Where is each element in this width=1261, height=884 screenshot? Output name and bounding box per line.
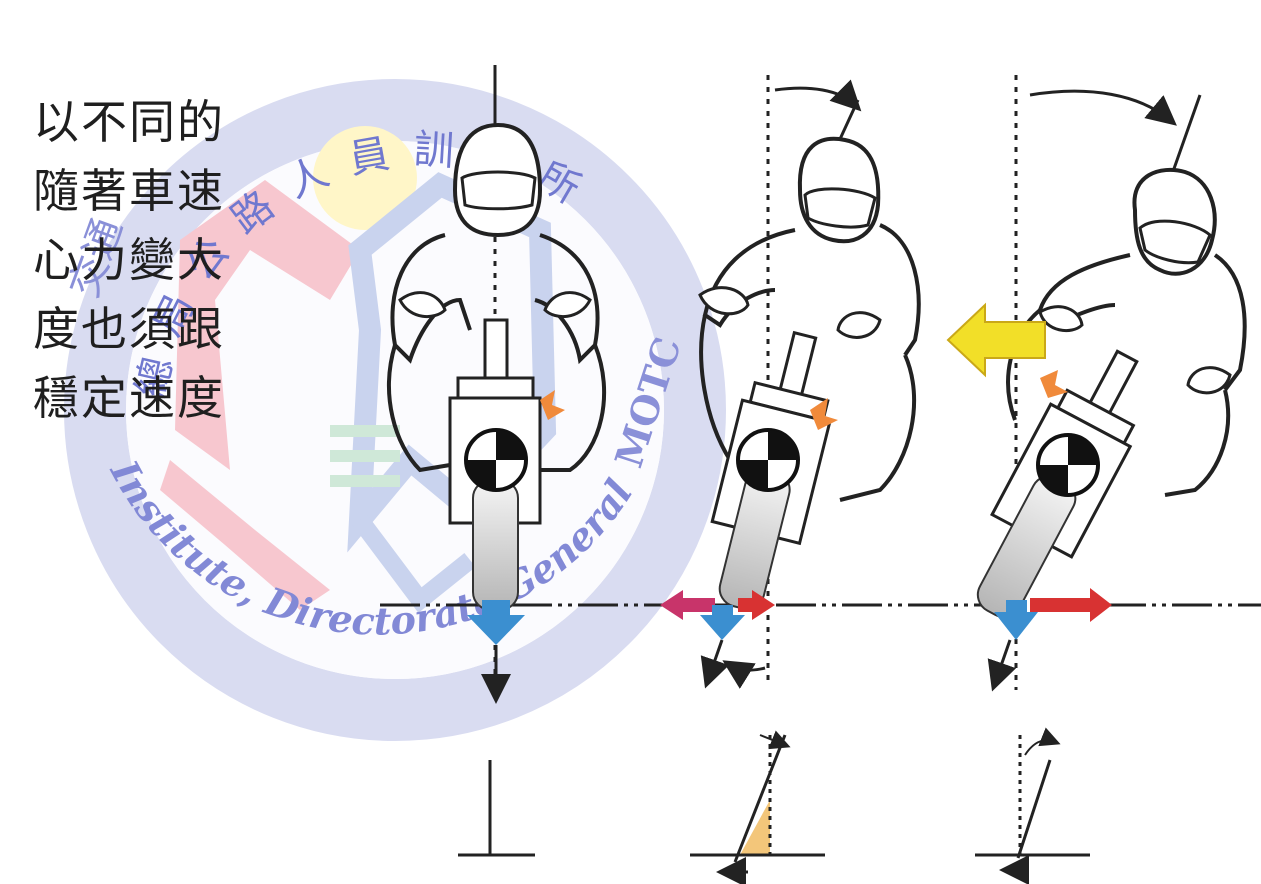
angle-symbol-mid [690,730,825,884]
text-line: 穩定速度 [33,371,225,425]
angle-symbol-upright [458,760,535,857]
text-line: 隨著車速 [33,164,225,218]
seal-ring [64,79,726,741]
seal-blue-emblem-2 [352,514,476,613]
angle-symbol-deep [975,727,1090,884]
text-line: 以不同的 [33,95,225,149]
rider-leaning-deep [946,75,1247,692]
text-line: 心力變大 [33,233,225,287]
seal-green-bar [330,475,400,487]
text-line: 度也須跟 [33,302,225,356]
rider-leaning-mid [660,75,921,689]
seal-red-stripe [175,180,360,470]
rider-upright [387,65,607,704]
seal-green-bar [330,425,400,437]
seal-red-stripe-2 [160,460,330,610]
seal-green-bar [330,450,400,462]
explanation-text: 以不同的 隨著車速 心力變大 度也須跟 穩定速度 [33,88,225,433]
seal-sun [313,126,417,230]
